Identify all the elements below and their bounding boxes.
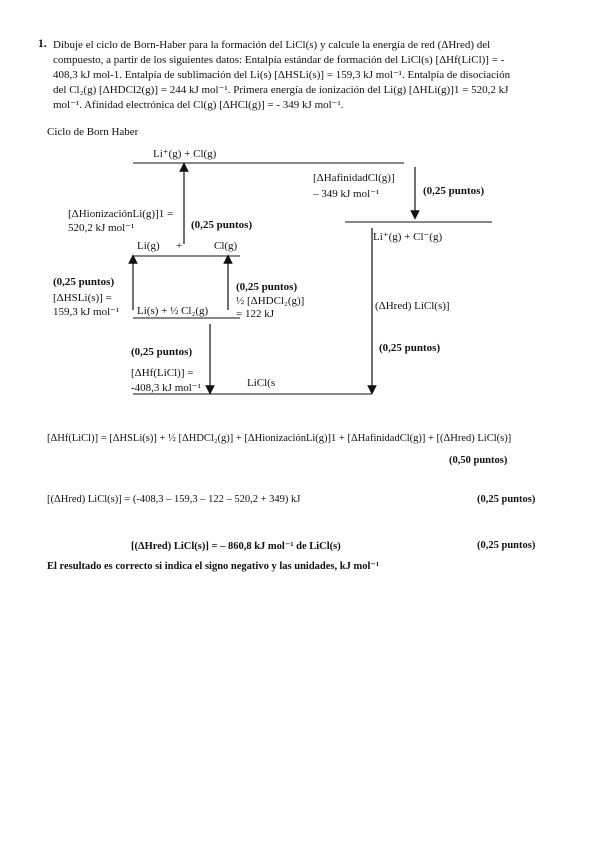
points-dissociation: (0,25 puntos) — [236, 281, 298, 293]
diagram-title: Ciclo de Born Haber — [47, 126, 139, 138]
gas-atoms-plus: + — [176, 240, 183, 252]
affinity-label-2: – 349 kJ mol⁻¹ — [313, 188, 380, 200]
product-state-label: LiCl(s — [247, 377, 276, 389]
solution-note: El resultado es correcto si indica el si… — [47, 561, 380, 572]
equation-3: [(ΔHred) LiCl(s)] = – 860,8 kJ mol⁻¹ de … — [131, 541, 341, 552]
elements-state-label: Li(s) + ½ Cl₂(g) — [137, 305, 209, 317]
equation-2: [(ΔHred) LiCl(s)] = (-408,3 – 159,3 – 12… — [47, 494, 301, 505]
question-line: mol⁻¹. Afinidad electrónica del Cl(g) [Δ… — [53, 99, 344, 111]
formation-label-1: [ΔHf(LiCl)] = — [131, 367, 194, 379]
points-formation: (0,25 puntos) — [131, 346, 193, 358]
question-line: compuesto, a partir de los siguientes da… — [53, 54, 505, 66]
question-number: 1. — [38, 38, 47, 50]
top-state-label: Li⁺(g) + Cl(g) — [153, 148, 217, 160]
question-line: Dibuje el ciclo de Born-Haber para la fo… — [53, 39, 491, 51]
points-affinity: (0,25 puntos) — [423, 185, 485, 197]
points-equation-1: (0,50 puntos) — [449, 455, 508, 466]
sublimation-label-2: 159,3 kJ mol⁻¹ — [53, 306, 120, 318]
dissociation-label-2: = 122 kJ — [236, 308, 274, 320]
points-sublimation: (0,25 puntos) — [53, 276, 115, 288]
question-line: del Cl₂(g) [ΔHDCl2(g)] = 244 kJ mol⁻¹. P… — [53, 84, 509, 96]
points-equation-3: (0,25 puntos) — [477, 540, 536, 551]
points-ionization: (0,25 puntos) — [191, 219, 253, 231]
sublimation-label-1: [ΔHSLi(s)] = — [53, 292, 112, 304]
question-line: 408,3 kJ mol-1. Entalpía de sublimación … — [53, 69, 511, 81]
gas-atoms-cl: Cl(g) — [214, 240, 238, 252]
lattice-label: (ΔHred) LiCl(s)] — [375, 300, 450, 312]
formation-label-2: -408,3 kJ mol⁻¹ — [131, 382, 201, 394]
affinity-label-1: [ΔHafinidadCl(g)] — [313, 172, 395, 184]
equation-1: [ΔHf(LiCl)] = [ΔHSLi(s)] + ½ [ΔHDCl₂(g)]… — [47, 433, 512, 444]
ionization-label-1: [ΔHionizaciónLi(g)]1 = — [68, 208, 174, 220]
points-lattice: (0,25 puntos) — [379, 342, 441, 354]
question-text: Dibuje el ciclo de Born-Haber para la fo… — [53, 38, 563, 113]
ions-state-label: Li⁺(g) + Cl⁻(g) — [373, 231, 443, 243]
ionization-label-2: 520,2 kJ mol⁻¹ — [68, 222, 135, 234]
dissociation-label-1: ½ [ΔHDCl₂(g)] — [236, 295, 305, 307]
gas-atoms-li: Li(g) — [137, 240, 160, 252]
points-equation-2: (0,25 puntos) — [477, 494, 536, 505]
